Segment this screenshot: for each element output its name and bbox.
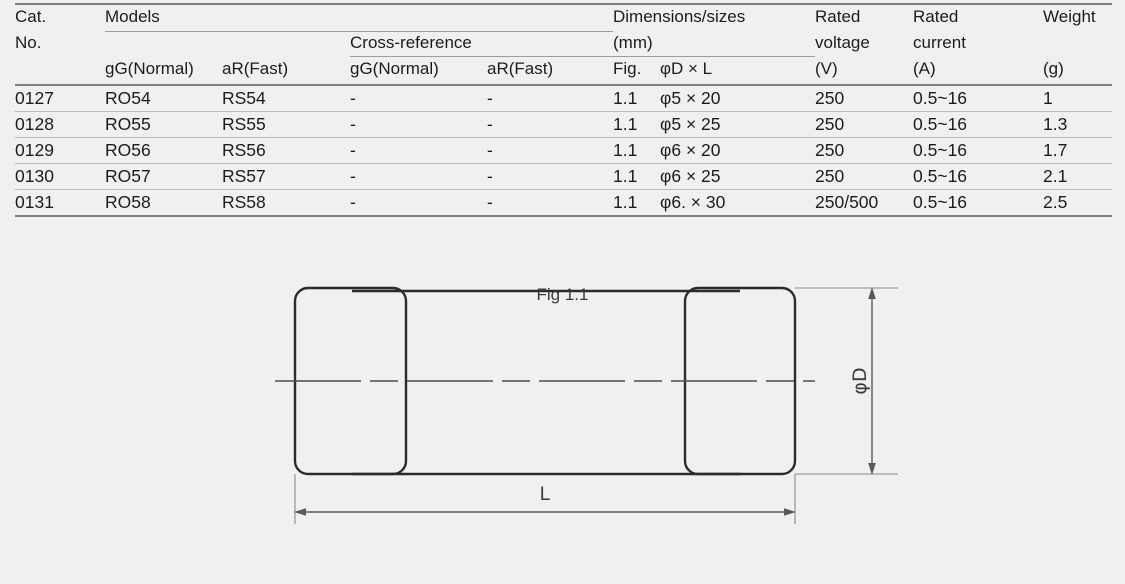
header-fig: Fig. — [613, 56, 660, 86]
cell-cross-gg: - — [350, 189, 487, 217]
header-models-spacer — [105, 32, 350, 57]
header-row-subgroup-titles: No. Cross-reference (mm) voltage current — [15, 31, 1112, 57]
header-model-gg: gG(Normal) — [105, 56, 222, 86]
cell-model-ar: RS55 — [222, 111, 350, 138]
header-current-unit: (A) — [913, 56, 1044, 86]
cell-dimension: φ6 × 25 — [660, 163, 816, 190]
header-models-group: Models — [105, 3, 613, 32]
header-dimensions-line2: (mm) — [613, 31, 816, 57]
phi-d-extension-lines — [795, 287, 898, 475]
cell-fig: 1.1 — [613, 189, 660, 217]
cell-cross-gg: - — [350, 111, 487, 138]
cell-model-ar: RS56 — [222, 137, 350, 164]
cell-weight: 1.7 — [1043, 137, 1113, 164]
header-cross-ar: aR(Fast) — [487, 56, 613, 86]
header-weight-spacer — [1043, 32, 1112, 57]
cell-cross-gg: - — [350, 163, 487, 190]
cell-model-gg: RO58 — [105, 189, 222, 217]
header-dimension-formula: φD × L — [660, 56, 816, 86]
header-model-ar: aR(Fast) — [222, 56, 350, 86]
cell-model-ar: RS54 — [222, 85, 350, 112]
cell-fig: 1.1 — [613, 137, 660, 164]
cell-rated-current: 0.5~16 — [913, 189, 1044, 217]
cell-rated-current: 0.5~16 — [913, 163, 1044, 190]
cell-dimension: φ5 × 20 — [660, 85, 816, 112]
cell-rated-current: 0.5~16 — [913, 137, 1044, 164]
table-header: Cat. Models Dimensions/sizes Rated Rated… — [15, 3, 1113, 86]
cell-cross-gg: - — [350, 85, 487, 112]
header-cat-no-line1: Cat. — [15, 3, 105, 32]
header-rated-voltage-line2: voltage — [815, 32, 870, 52]
header-cross-reference-group: Cross-reference — [350, 31, 613, 57]
header-row-group-titles: Cat. Models Dimensions/sizes Rated Rated… — [15, 3, 1113, 32]
cell-rated-voltage: 250 — [815, 163, 914, 190]
cell-cat-no: 0129 — [15, 137, 105, 164]
fuse-drawing: φD L — [0, 258, 1125, 579]
cell-cat-no: 0130 — [15, 163, 105, 190]
cell-weight: 1 — [1043, 85, 1113, 112]
fuse-body-outline — [352, 289, 740, 476]
cell-cross-ar: - — [487, 85, 613, 112]
cell-dimension: φ5 × 25 — [660, 111, 816, 138]
phi-d-label: φD — [849, 367, 871, 394]
cell-rated-current: 0.5~16 — [913, 111, 1044, 138]
header-cat-no-spacer — [15, 56, 105, 86]
cell-model-gg: RO57 — [105, 163, 222, 190]
cell-cross-gg: - — [350, 137, 487, 164]
cell-model-gg: RO55 — [105, 111, 222, 138]
header-weight: Weight — [1043, 3, 1113, 32]
cell-cat-no: 0128 — [15, 111, 105, 138]
cell-cross-ar: - — [487, 111, 613, 138]
cell-weight: 2.1 — [1043, 163, 1113, 190]
cell-weight: 2.5 — [1043, 189, 1113, 217]
cell-fig: 1.1 — [613, 163, 660, 190]
header-weight-unit: (g) — [1043, 56, 1113, 86]
figure-caption: Fig 1.1 — [536, 285, 589, 304]
length-dimension-line — [294, 508, 796, 516]
header-rated-current-line1: Rated — [913, 3, 1044, 32]
length-label: L — [540, 484, 551, 505]
cell-cat-no: 0131 — [15, 189, 105, 217]
fuse-specification-table: Cat. Models Dimensions/sizes Rated Rated… — [15, 3, 1113, 217]
cell-model-gg: RO54 — [105, 85, 222, 112]
header-rated-current-line2: current — [913, 32, 966, 52]
header-row-columns: gG(Normal) aR(Fast) gG(Normal) aR(Fast) … — [15, 56, 1113, 86]
phi-d-dimension-line — [868, 287, 876, 475]
cell-cross-ar: - — [487, 189, 613, 217]
cell-weight: 1.3 — [1043, 111, 1113, 138]
cell-rated-voltage: 250 — [815, 85, 914, 112]
header-voltage-unit: (V) — [815, 56, 914, 86]
cell-model-ar: RS58 — [222, 189, 350, 217]
cell-dimension: φ6 × 20 — [660, 137, 816, 164]
cell-fig: 1.1 — [613, 111, 660, 138]
cell-fig: 1.1 — [613, 85, 660, 112]
header-cross-gg: gG(Normal) — [350, 56, 487, 86]
cell-model-gg: RO56 — [105, 137, 222, 164]
header-dimensions-line1: Dimensions/sizes — [613, 3, 816, 32]
fuse-outline-drawing: φD L — [275, 286, 898, 524]
length-extension-lines — [294, 474, 796, 524]
specification-table-container: Cat. Models Dimensions/sizes Rated Rated… — [15, 3, 1113, 217]
cell-cross-ar: - — [487, 137, 613, 164]
cell-cat-no: 0127 — [15, 85, 105, 112]
cell-rated-voltage: 250/500 — [815, 189, 914, 217]
header-cat-no-line2: No. — [15, 32, 42, 52]
cell-cross-ar: - — [487, 163, 613, 190]
cell-dimension: φ6. × 30 — [660, 189, 816, 217]
cell-model-ar: RS57 — [222, 163, 350, 190]
cell-rated-current: 0.5~16 — [913, 85, 1044, 112]
cell-rated-voltage: 250 — [815, 137, 914, 164]
header-rated-voltage-line1: Rated — [815, 3, 914, 32]
cell-rated-voltage: 250 — [815, 111, 914, 138]
